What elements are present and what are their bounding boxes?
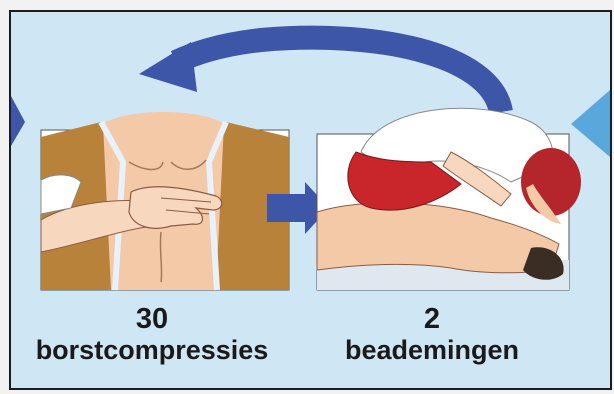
left-incoming-arrow — [11, 96, 25, 146]
cycle-arrow — [139, 38, 501, 112]
breaths-count: 2 — [307, 304, 557, 334]
breaths-caption: 2 beademingen — [307, 304, 557, 365]
cpr-instruction-panel: 30 borstcompressies 2 beademingen — [9, 10, 612, 390]
rescue-breaths-panel — [317, 108, 581, 290]
breaths-label: beademingen — [307, 336, 557, 364]
compressions-label: borstcompressies — [11, 336, 293, 364]
chest-compressions-panel — [41, 112, 289, 290]
compressions-caption: 30 borstcompressies — [11, 304, 293, 365]
compressions-count: 30 — [11, 304, 293, 334]
right-outgoing-arrow — [571, 90, 610, 157]
